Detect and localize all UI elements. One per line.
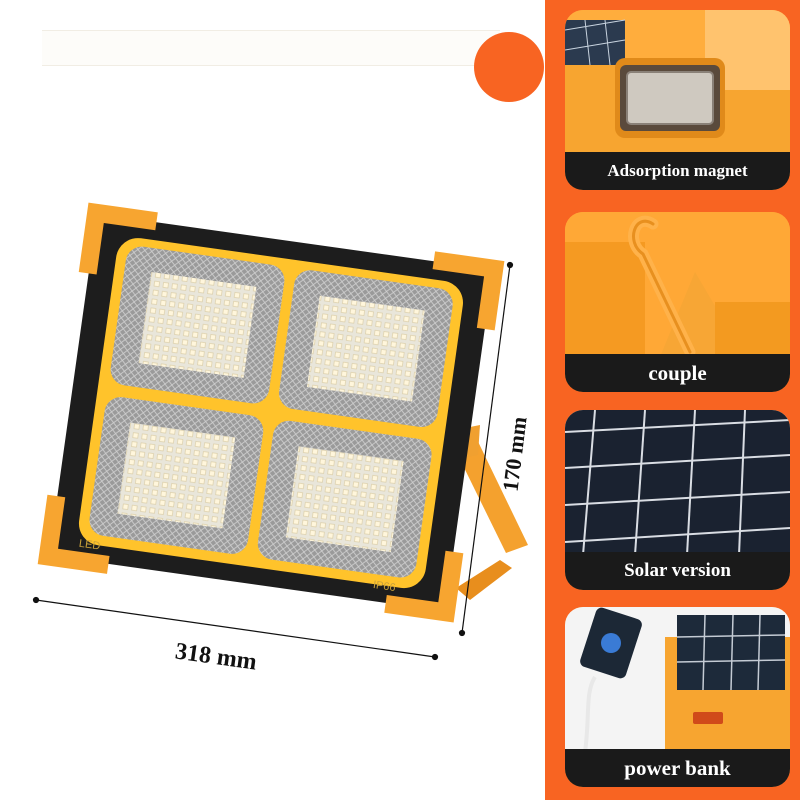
feature-caption: Adsorption magnet: [565, 152, 790, 190]
ip-badge: IP66: [372, 579, 396, 594]
corner-guards: [37, 202, 505, 623]
led-badge: LED: [78, 538, 101, 553]
magnet-icon: [565, 10, 790, 155]
width-dimension-line: [32, 596, 439, 661]
width-label: 318 mm: [174, 638, 259, 675]
feature-caption: Solar version: [565, 552, 790, 590]
lamp-body: LED IP66: [37, 202, 505, 623]
orange-tab-decoration: [474, 32, 544, 102]
phone-charging-icon: [565, 607, 790, 752]
feature-card-powerbank: power bank: [565, 607, 790, 787]
led-modules: [89, 246, 453, 578]
solar-panel-icon: [565, 410, 790, 555]
hook-icon: [565, 212, 790, 357]
feature-caption: couple: [565, 354, 790, 392]
height-dimension-line: [458, 261, 514, 637]
feature-caption: power bank: [565, 749, 790, 787]
feature-card-magnet: Adsorption magnet: [565, 10, 790, 190]
feature-card-solar: Solar version: [565, 410, 790, 590]
product-illustration: LED IP66 170 mm 318 mm: [32, 202, 532, 676]
feature-card-hook: couple: [565, 212, 790, 392]
height-label: 170 mm: [498, 415, 532, 493]
header-strip: [42, 30, 500, 66]
